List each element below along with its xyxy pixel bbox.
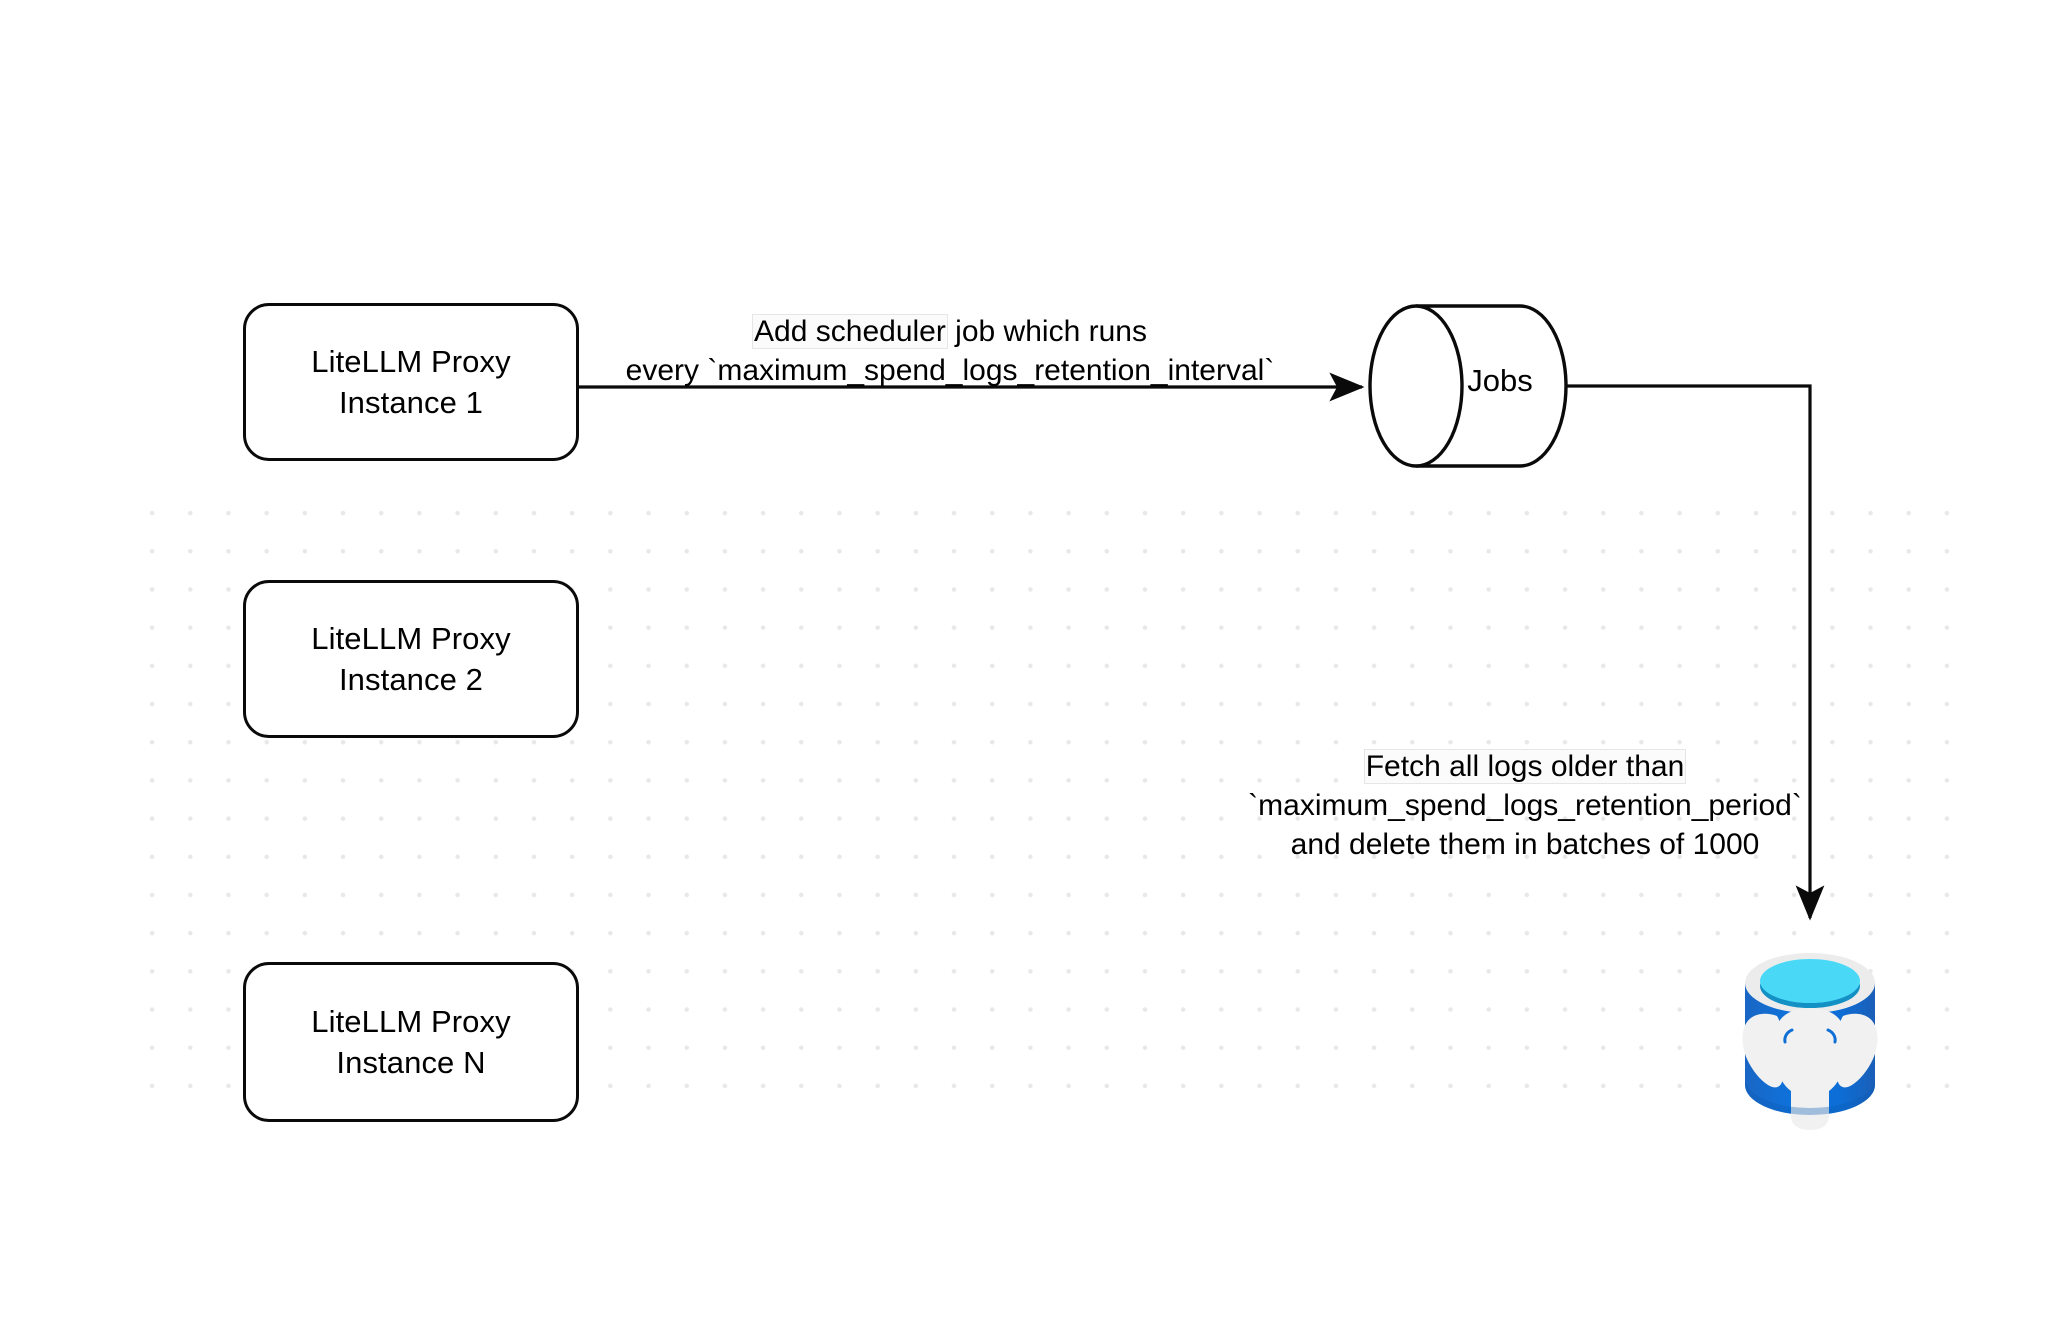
node-label-line-1: LiteLLM Proxy [311,1003,511,1039]
node-label-line-2: Instance N [336,1045,486,1080]
node-label-jobs: Jobs [1467,363,1533,398]
node-label-line-1: LiteLLM Proxy [311,620,511,656]
edge-label-line-3: and delete them in batches of 1000 [1290,828,1760,861]
edge-label-fetch-delete-logs: Fetch all logs older than `maximum_spend… [1245,747,1805,864]
node-label-line-2: Instance 2 [338,662,484,697]
node-label-line-1: LiteLLM Proxy [311,343,511,379]
node-litellm-proxy-instance-n[interactable]: LiteLLM Proxy Instance N [243,962,579,1122]
edge-label-highlight: Fetch all logs older than [1364,750,1686,783]
edge-label-line-2: every `maximum_spend_logs_retention_inte… [625,354,1275,387]
postgresql-database-icon [1742,953,1878,1130]
edge-label-line-1: Fetch all logs older than [1245,747,1805,786]
edge-jobs-to-postgres [1566,384,1825,921]
edge-label-line-2: `maximum_spend_logs_retention_period` [1248,789,1802,822]
edge-label-highlight: Add scheduler [753,315,947,348]
node-label-line-2: Instance 1 [338,385,484,420]
edge-label-line-1: Add scheduler job which runs [620,312,1280,351]
node-litellm-proxy-instance-1[interactable]: LiteLLM Proxy Instance 1 [243,303,579,461]
node-litellm-proxy-instance-2[interactable]: LiteLLM Proxy Instance 2 [243,580,579,738]
edge-label-add-scheduler-job: Add scheduler job which runs every `maxi… [620,312,1280,390]
edge-label-line-1-rest: job which runs [946,315,1147,348]
